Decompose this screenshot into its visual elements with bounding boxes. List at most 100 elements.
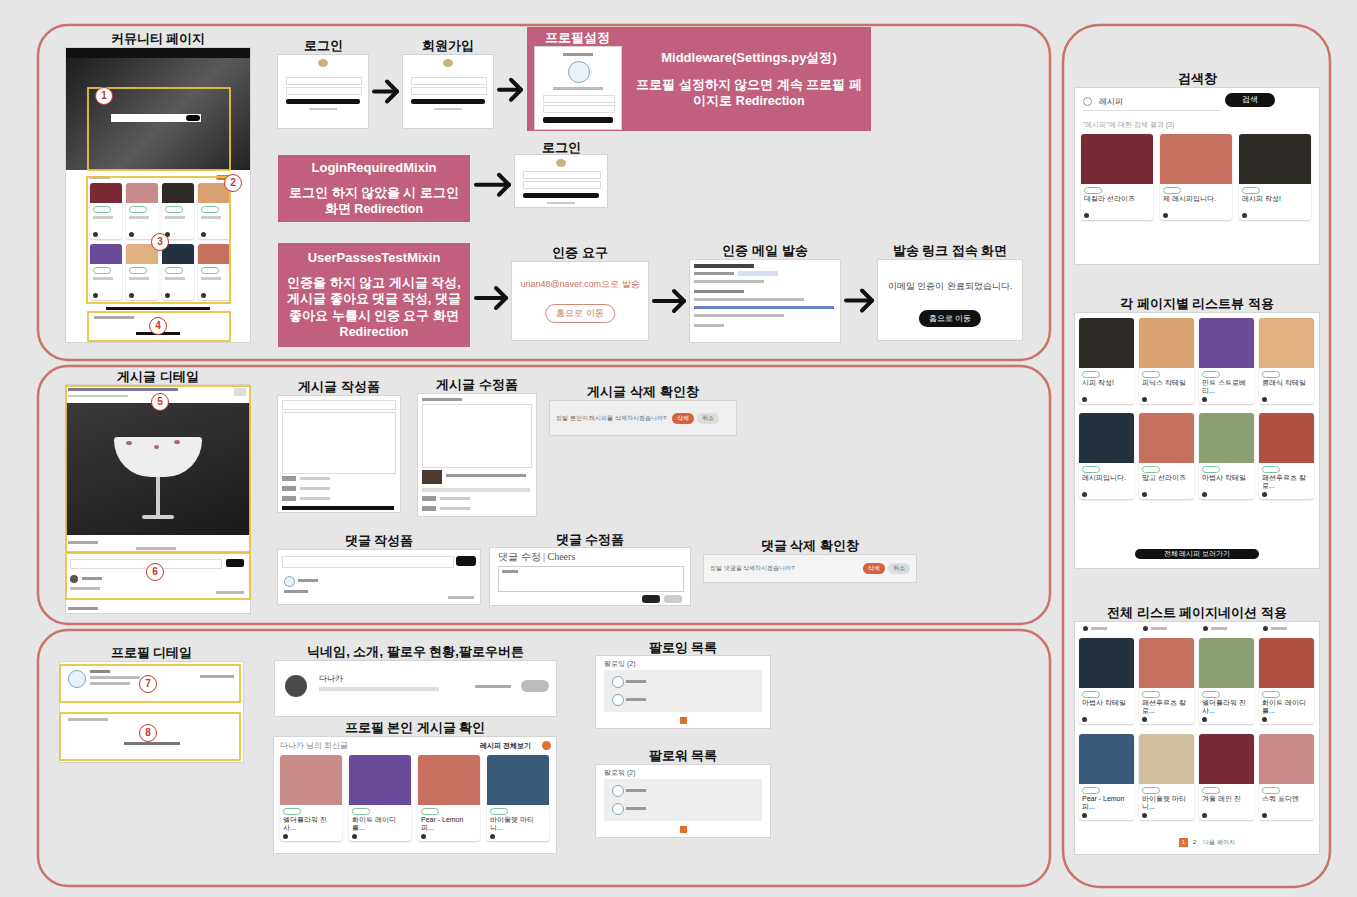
mock-block bbox=[129, 293, 134, 298]
mock-block bbox=[68, 718, 108, 721]
mock-block bbox=[626, 698, 646, 701]
mock-block bbox=[282, 486, 296, 491]
mock-block bbox=[502, 570, 518, 573]
mock-block bbox=[165, 277, 185, 280]
mock-block bbox=[93, 206, 111, 213]
mock-block bbox=[1142, 397, 1147, 402]
recipe-card: 패션후르츠 칼로... bbox=[1259, 413, 1314, 499]
screen-mock: urian48@naver.com으로 발송홈으로 이동 bbox=[512, 262, 648, 340]
screen-mock: 마법사 칵테일패션후르츠 칼로...엘더플라워 진 사...화이트 레이디를..… bbox=[1075, 622, 1319, 854]
note-body: 로그인 하지 않았을 시 로그인 화면 Redirection bbox=[286, 185, 462, 218]
mock-block bbox=[66, 48, 250, 58]
mock-block bbox=[1139, 413, 1194, 463]
screen-capture: 게시글 수정폼 bbox=[418, 376, 536, 516]
card-title: 피닉스 칵테일 bbox=[1142, 379, 1191, 387]
recipe-card: 레시피 작성! bbox=[1239, 134, 1311, 220]
screen-title: 인증 메일 발송 bbox=[722, 242, 807, 260]
mock-block bbox=[1259, 413, 1314, 463]
callout-number: 4 bbox=[149, 317, 167, 335]
form-title: 댓글 수정 | Cheers bbox=[498, 550, 575, 564]
mock-block bbox=[1202, 397, 1207, 402]
mock-block bbox=[165, 293, 170, 298]
mock-block bbox=[201, 206, 219, 213]
screen-mock: 팔로워 (2) bbox=[596, 765, 770, 837]
recipe-card: 화이트 레이디를... bbox=[1259, 638, 1314, 724]
mock-block bbox=[352, 834, 357, 839]
card-title: 바이올렛 마티니... bbox=[490, 816, 546, 832]
screen-capture: 전체 리스트 페이지네이션 적용마법사 칵테일패션후르츠 칼로...엘더플라워 … bbox=[1075, 597, 1319, 854]
recipe-card: 망고 선라이즈 bbox=[1139, 413, 1194, 499]
screen-capture: 프로필설정 bbox=[527, 27, 627, 131]
screen-title: 게시글 수정폼 bbox=[436, 376, 518, 394]
note-title: Middleware(Settings.py설정) bbox=[661, 49, 837, 67]
mock-block bbox=[106, 307, 210, 310]
mock-block bbox=[440, 507, 470, 510]
mock-block bbox=[542, 741, 551, 750]
recipe-card bbox=[126, 244, 158, 300]
mock-block bbox=[283, 808, 301, 815]
mock-block bbox=[129, 267, 147, 274]
recipe-card bbox=[126, 183, 158, 239]
recipe-card bbox=[90, 244, 122, 300]
section-panel bbox=[38, 25, 1050, 360]
mock-block bbox=[1142, 466, 1160, 473]
screen-capture: 로그인 bbox=[515, 139, 607, 207]
card-title: Pear - Lemon 피... bbox=[421, 816, 477, 832]
mock-block bbox=[154, 445, 159, 449]
screen-capture: 발송 링크 접속 화면이메일 인증이 완료되었습니다.홈으로 이동 bbox=[878, 242, 1022, 340]
list-title: 팔로잉 (2) bbox=[604, 659, 636, 669]
mock-block bbox=[1202, 691, 1220, 698]
screen-title: 팔로잉 목록 bbox=[649, 639, 718, 657]
screen-capture: 게시글 삭제 확인창정말 본인이 레시피를 삭제하시겠습니까?삭제취소 bbox=[550, 376, 736, 435]
mock-block bbox=[422, 398, 462, 401]
mock-block bbox=[1262, 466, 1280, 473]
mock-block bbox=[1082, 466, 1100, 473]
confirm-text: 정말 댓글을 삭제하시겠습니까? bbox=[710, 564, 795, 573]
mock-block bbox=[201, 216, 221, 219]
screen-title: 회원가입 bbox=[422, 37, 474, 55]
section-panel bbox=[38, 366, 1050, 624]
mock-block bbox=[1139, 638, 1194, 688]
highlight-box bbox=[87, 177, 230, 303]
recipe-card: 스쿼 포디엔 bbox=[1259, 734, 1314, 820]
screen-title: 프로필 디테일 bbox=[111, 644, 193, 662]
mock-block bbox=[165, 267, 183, 274]
card-title: 제 레시피입니다. bbox=[1163, 195, 1229, 203]
mock-block bbox=[136, 547, 176, 550]
arrow-line bbox=[476, 296, 506, 300]
mock-block bbox=[521, 680, 549, 692]
mock-block bbox=[1199, 318, 1254, 368]
card-title: 망고 선라이즈 bbox=[1142, 474, 1191, 482]
mock-block bbox=[694, 290, 744, 293]
screen-title: 커뮤니티 페이지 bbox=[111, 30, 206, 48]
screen-title: 검색창 bbox=[1178, 70, 1217, 88]
mock-block bbox=[642, 595, 660, 603]
screen-title: 전체 리스트 페이지네이션 적용 bbox=[1107, 604, 1287, 622]
mock-block bbox=[1142, 787, 1160, 794]
mock-block bbox=[201, 277, 221, 280]
screen-mock bbox=[278, 396, 400, 512]
recipe-card: 바이올렛 마티니... bbox=[487, 755, 549, 841]
mock-block bbox=[156, 477, 160, 517]
mock-block bbox=[487, 755, 549, 805]
mock-block bbox=[612, 785, 624, 797]
mock-block bbox=[1079, 638, 1134, 688]
mock-block bbox=[411, 77, 487, 85]
mock-block bbox=[612, 694, 624, 706]
mock-block bbox=[284, 576, 295, 587]
mock-block bbox=[1242, 213, 1247, 218]
section-panel bbox=[1063, 25, 1330, 887]
mock-block bbox=[1202, 371, 1220, 378]
note-body: 인증을 하지 않고 게시글 작성, 게시글 좋아요 댓글 작성, 댓글 좋아요 … bbox=[286, 275, 462, 340]
screen-title: 댓글 수정폼 bbox=[556, 531, 625, 549]
mock-block bbox=[129, 232, 134, 237]
screen-mock bbox=[690, 260, 840, 342]
screen-mock bbox=[278, 550, 480, 604]
recipe-card: 바이올렛 마티니... bbox=[1139, 734, 1194, 820]
mock-block bbox=[1259, 318, 1314, 368]
recipe-card: 화이트 레이디를... bbox=[349, 755, 411, 841]
screen-mock: 다나카 bbox=[275, 661, 556, 716]
all-recipes-button: 전체 레시피 보러가기 bbox=[1135, 549, 1259, 559]
mock-block bbox=[1079, 318, 1134, 368]
